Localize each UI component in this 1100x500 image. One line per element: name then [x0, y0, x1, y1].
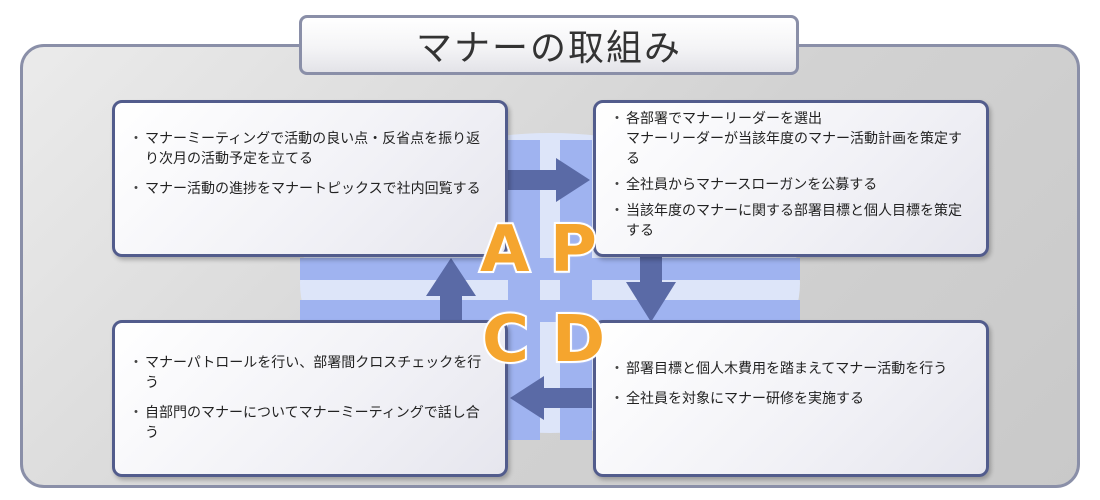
page-title: マナーの取組み: [415, 28, 682, 69]
check-item: 自部門のマナーについてマナーミーティングで話し合う: [129, 403, 491, 443]
phase-letter-c: C: [480, 303, 531, 377]
act-item: マナーミーティングで活動の良い点・反省点を振り返り次月の活動予定を立てる: [129, 129, 491, 169]
plan-item: 各部署でマナーリーダーを選出 マナーリーダーが当該年度のマナー活動計画を策定する: [610, 109, 972, 169]
arrow-a-to-p: [508, 158, 590, 202]
phase-letter-p: P: [548, 213, 599, 287]
act-box: マナーミーティングで活動の良い点・反省点を振り返り次月の活動予定を立てる マナー…: [112, 100, 508, 257]
do-item: 全社員を対象にマナー研修を実施する: [610, 389, 972, 409]
arrow-d-to-c: [510, 376, 592, 420]
phase-letter-d: D: [550, 303, 607, 377]
plan-item: 全社員からマナースローガンを公募する: [610, 175, 972, 195]
plan-box: 各部署でマナーリーダーを選出 マナーリーダーが当該年度のマナー活動計画を策定する…: [593, 100, 989, 257]
phase-letter-a: A: [478, 213, 531, 287]
plan-item: 当該年度のマナーに関する部署目標と個人目標を策定する: [610, 201, 972, 241]
check-box: マナーパトロールを行い、部署間クロスチェックを行う 自部門のマナーについてマナー…: [112, 320, 508, 477]
arrow-c-to-a: [426, 258, 476, 320]
do-list: 部署目標と個人木費用を踏まえてマナー活動を行う 全社員を対象にマナー研修を実施す…: [610, 359, 972, 409]
do-item: 部署目標と個人木費用を踏まえてマナー活動を行う: [610, 359, 972, 379]
act-item: マナー活動の進捗をマナートピックスで社内回覧する: [129, 179, 491, 199]
act-list: マナーミーティングで活動の良い点・反省点を振り返り次月の活動予定を立てる マナー…: [129, 129, 491, 199]
do-box: 部署目標と個人木費用を踏まえてマナー活動を行う 全社員を対象にマナー研修を実施す…: [593, 320, 989, 477]
check-list: マナーパトロールを行い、部署間クロスチェックを行う 自部門のマナーについてマナー…: [129, 353, 491, 443]
check-item: マナーパトロールを行い、部署間クロスチェックを行う: [129, 353, 491, 393]
horizontal-band-top: [300, 258, 800, 280]
title-box: マナーの取組み: [299, 15, 799, 75]
horizontal-band-bottom: [300, 300, 800, 322]
arrow-p-to-d: [626, 257, 676, 322]
plan-list: 各部署でマナーリーダーを選出 マナーリーダーが当該年度のマナー活動計画を策定する…: [610, 109, 972, 241]
